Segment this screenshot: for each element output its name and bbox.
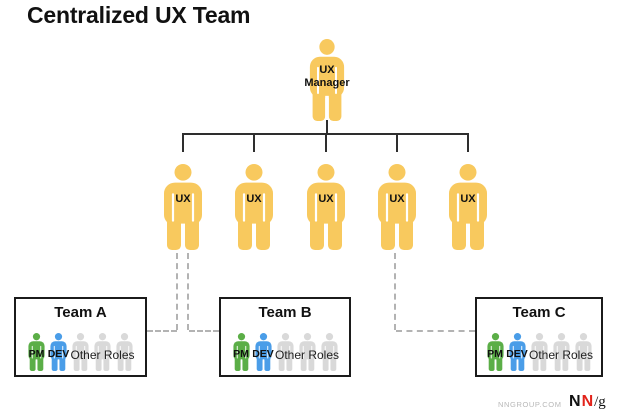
team-a-title: Team A: [54, 304, 107, 321]
pm-label: PM: [28, 348, 45, 360]
dashed-line-to-team-b: [189, 330, 219, 332]
ux-manager-label: UX Manager: [296, 64, 358, 90]
dev-label: DEV: [47, 348, 70, 360]
ux-person-label-3: UX: [318, 193, 334, 205]
page-title: Centralized UX Team: [27, 2, 251, 28]
other-roles-label: Other Roles: [274, 348, 340, 362]
dashed-line-ux1-down-right: [187, 253, 189, 330]
dashed-line-ux1-down-left: [176, 253, 178, 330]
ux-person-label-1: UX: [175, 193, 191, 205]
site-credit: NNGROUP.COM: [498, 400, 562, 409]
other-roles-label: Other Roles: [528, 348, 594, 362]
team-a-box: Team A PM DEV Other Roles: [14, 297, 147, 377]
team-b-box: Team B PM DEV Other Roles: [219, 297, 351, 377]
dashed-line-ux4-down: [394, 253, 396, 330]
manager-stem-line: [326, 120, 328, 134]
ux-person-icon-5: [448, 164, 488, 250]
ux-person-icon-1: [163, 164, 203, 250]
drop-line-3: [325, 133, 327, 152]
drop-line-5: [467, 133, 469, 152]
team-c-box: Team C PM DEV Other Roles: [475, 297, 603, 377]
team-c-title: Team C: [512, 304, 566, 321]
dev-label: DEV: [506, 348, 528, 360]
other-roles-label: Other Roles: [70, 348, 135, 362]
pm-label: PM: [487, 348, 503, 360]
dashed-line-to-team-c: [396, 330, 475, 332]
ux-manager-label-line2: Manager: [304, 77, 350, 89]
nng-logo-slash-g: /g: [594, 394, 606, 410]
drop-line-2: [253, 133, 255, 152]
team-b-title: Team B: [258, 304, 312, 321]
ux-manager-label-line1: UX: [319, 64, 335, 76]
ux-person-label-2: UX: [246, 193, 262, 205]
pm-label: PM: [233, 348, 249, 360]
ux-person-icon-2: [234, 164, 274, 250]
nng-logo-n1: N: [569, 393, 581, 410]
drop-line-1: [182, 133, 184, 152]
ux-person-icon-4: [377, 164, 417, 250]
ux-person-label-4: UX: [389, 193, 405, 205]
nng-logo: N N /g: [569, 393, 606, 411]
drop-line-4: [396, 133, 398, 152]
dev-label: DEV: [252, 348, 274, 360]
dashed-line-to-team-a: [147, 330, 177, 332]
ux-person-icon-3: [306, 164, 346, 250]
nng-logo-n2: N: [581, 393, 594, 410]
ux-person-label-5: UX: [460, 193, 476, 205]
